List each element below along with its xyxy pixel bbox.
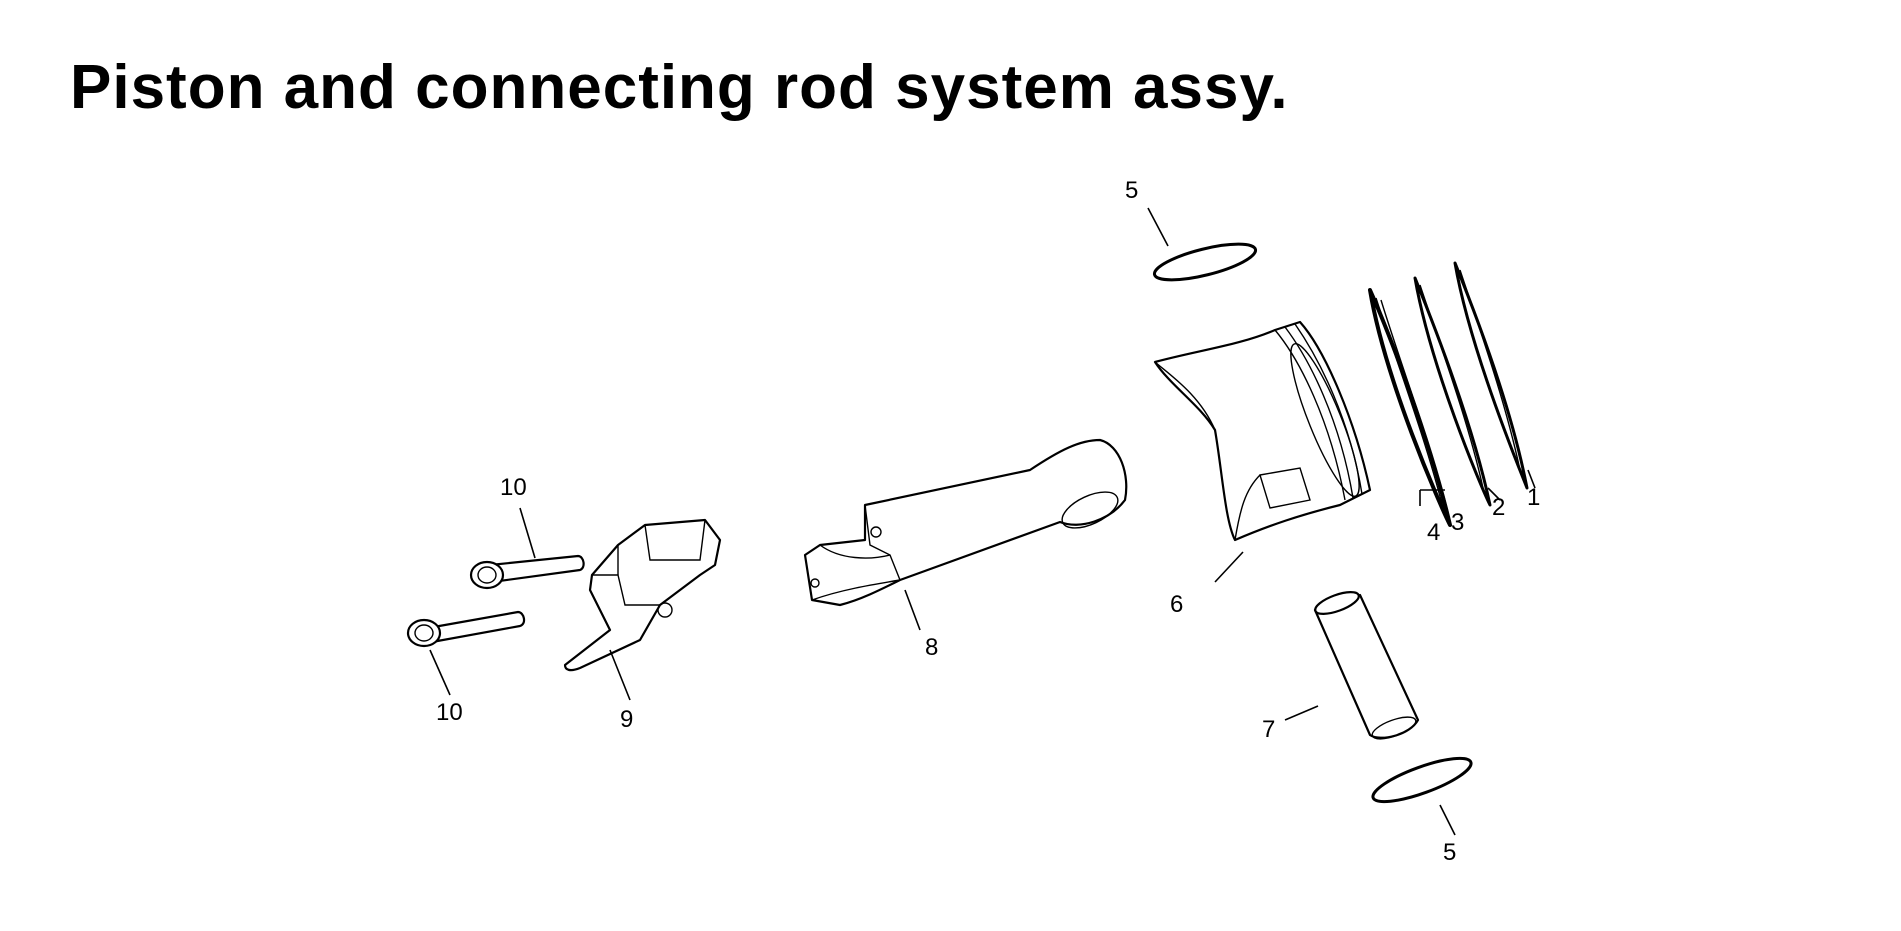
piston-pin bbox=[1313, 591, 1420, 740]
callout-10-upper: 10 bbox=[500, 474, 527, 501]
callout-5-bottom: 5 bbox=[1443, 839, 1456, 866]
callout-1: 1 bbox=[1527, 484, 1540, 511]
leader-lines bbox=[429, 207, 1536, 836]
callout-6: 6 bbox=[1170, 591, 1183, 618]
callout-7: 7 bbox=[1262, 716, 1275, 743]
rod-cap bbox=[563, 518, 722, 672]
piston-ring-2 bbox=[1413, 276, 1492, 507]
callout-4: 4 bbox=[1427, 519, 1440, 546]
callout-3: 3 bbox=[1451, 509, 1464, 536]
circlip-top bbox=[1152, 242, 1258, 282]
diagram-title: Piston and connecting rod system assy. bbox=[70, 53, 1289, 122]
circlip-bottom bbox=[1371, 756, 1473, 804]
callout-2: 2 bbox=[1492, 494, 1505, 521]
oil-ring bbox=[1368, 288, 1452, 527]
callout-10-lower: 10 bbox=[436, 699, 463, 726]
bolt-lower bbox=[406, 610, 526, 648]
connecting-rod bbox=[803, 438, 1128, 607]
bolt-upper bbox=[469, 554, 585, 590]
callout-9: 9 bbox=[620, 706, 633, 733]
callout-8: 8 bbox=[925, 634, 938, 661]
callout-5-top: 5 bbox=[1125, 177, 1138, 204]
piston bbox=[1153, 320, 1372, 542]
piston-ring-1 bbox=[1453, 261, 1529, 490]
